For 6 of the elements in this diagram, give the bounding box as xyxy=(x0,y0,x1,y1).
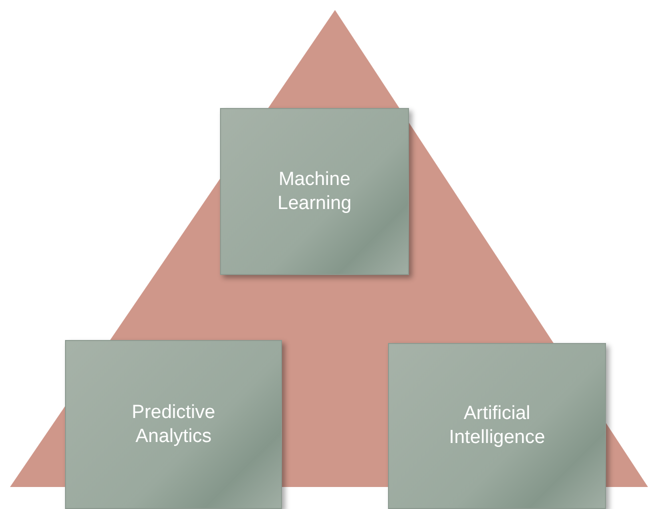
box-label: Predictive Analytics xyxy=(130,400,216,448)
box-label: Artificial Intelligence xyxy=(448,402,546,450)
box-label: Machine Learning xyxy=(276,168,352,216)
concept-box xyxy=(388,343,606,509)
concept-box xyxy=(65,340,282,509)
concept-box xyxy=(220,108,409,275)
